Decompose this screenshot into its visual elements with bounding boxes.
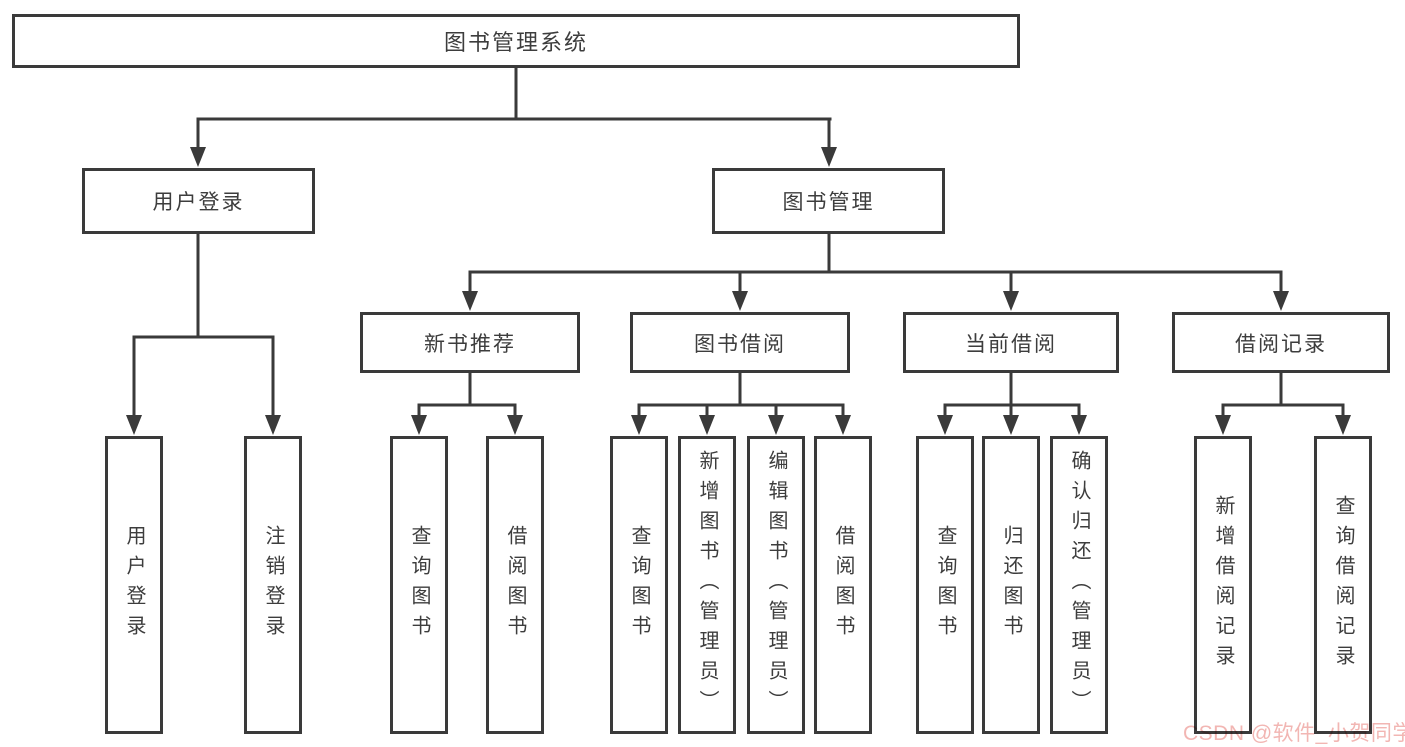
node-new-book-recommend: 新书推荐 bbox=[360, 312, 580, 373]
leaf-add-borrow-record: 新增借阅记录 bbox=[1194, 436, 1252, 734]
node-label: 图书管理 bbox=[782, 191, 875, 214]
leaf-label: 借阅图书 bbox=[832, 525, 854, 645]
leaf-edit-books-admin: 编辑图书（管理员） bbox=[747, 436, 805, 734]
node-label: 用户登录 bbox=[152, 191, 245, 214]
node-label: 图书管理系统 bbox=[443, 30, 588, 55]
leaf-label: 查询借阅记录 bbox=[1332, 495, 1354, 675]
node-borrow-records: 借阅记录 bbox=[1172, 312, 1390, 373]
node-label: 图书借阅 bbox=[694, 332, 786, 356]
leaf-label: 查询图书 bbox=[408, 525, 430, 645]
leaf-confirm-return-admin: 确认归还（管理员） bbox=[1050, 436, 1108, 734]
leaf-add-books-admin: 新增图书（管理员） bbox=[678, 436, 736, 734]
leaf-label: 确认归还（管理员） bbox=[1068, 450, 1090, 720]
leaf-label: 新增图书（管理员） bbox=[696, 450, 718, 720]
leaf-label: 归还图书 bbox=[1000, 525, 1022, 645]
leaf-label: 注销登录 bbox=[262, 525, 284, 645]
leaf-query-borrow-record: 查询借阅记录 bbox=[1314, 436, 1372, 734]
leaf-borrow-books-2: 借阅图书 bbox=[814, 436, 872, 734]
node-label: 借阅记录 bbox=[1235, 332, 1327, 356]
leaf-label: 用户登录 bbox=[123, 525, 145, 645]
leaf-query-books: 查询图书 bbox=[390, 436, 448, 734]
node-book-management: 图书管理 bbox=[712, 168, 945, 234]
node-library-system: 图书管理系统 bbox=[12, 14, 1020, 68]
leaf-return-books: 归还图书 bbox=[982, 436, 1040, 734]
leaf-label: 借阅图书 bbox=[504, 525, 526, 645]
leaf-borrow-books: 借阅图书 bbox=[486, 436, 544, 734]
leaf-label: 查询图书 bbox=[628, 525, 650, 645]
leaf-user-login: 用户登录 bbox=[105, 436, 163, 734]
leaf-label: 编辑图书（管理员） bbox=[765, 450, 787, 720]
node-book-borrowing: 图书借阅 bbox=[630, 312, 850, 373]
node-label: 新书推荐 bbox=[424, 332, 516, 356]
leaf-query-books-2: 查询图书 bbox=[610, 436, 668, 734]
leaf-query-books-3: 查询图书 bbox=[916, 436, 974, 734]
node-current-borrowing: 当前借阅 bbox=[903, 312, 1119, 373]
leaf-label: 新增借阅记录 bbox=[1212, 495, 1234, 675]
node-label: 当前借阅 bbox=[965, 332, 1057, 356]
node-user-login: 用户登录 bbox=[82, 168, 315, 234]
leaf-logout-login: 注销登录 bbox=[244, 436, 302, 734]
leaf-label: 查询图书 bbox=[934, 525, 956, 645]
